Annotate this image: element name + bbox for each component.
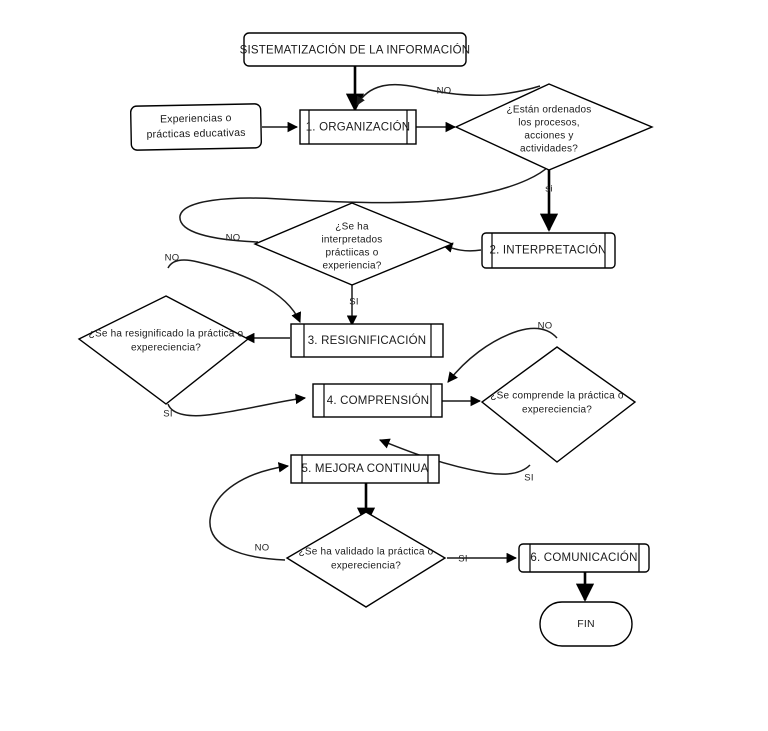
node-step6-label: 6. COMUNICACIÓN	[530, 551, 637, 564]
connector-decision3-no-to-step3	[167, 259, 302, 323]
node-experiencias: Experiencias o prácticas educativas	[130, 103, 262, 151]
node-decision1: ¿Están ordenados los procesos, acciones …	[454, 83, 654, 171]
node-decision4-line1: ¿Se comprende la práctica o	[490, 391, 623, 402]
node-step5: 5. MEJORA CONTINUA	[290, 454, 440, 484]
node-step4: 4. COMPRENSIÓN	[312, 383, 443, 418]
node-decision2-line1: ¿Se ha	[335, 222, 369, 233]
edge-label-decision3-si: SI	[163, 409, 173, 420]
node-decision2-line3: práctiicas o	[326, 248, 379, 259]
edge-label-decision5-no: NO	[255, 543, 270, 554]
node-decision2-line2: interpretados	[322, 235, 383, 246]
node-decision5-line1: ¿Se ha validado la práctica o	[299, 547, 434, 558]
connector-decision4-si-to-step5	[379, 438, 531, 475]
node-experiencias-line1: Experiencias o	[160, 112, 232, 125]
connector-decision1-no-to-step1	[356, 83, 541, 106]
node-decision3-line1: ¿Se ha resignificado la práctica o	[89, 329, 244, 340]
edge-label-decision5-si: SI	[458, 554, 468, 565]
edge-label-decision4-si: SI	[524, 473, 534, 484]
node-decision2-line4: experiencia?	[322, 261, 381, 272]
node-step3: 3. RESIGNIFICACIÓN	[290, 323, 444, 358]
node-decision5-line2: expereciencia?	[331, 561, 401, 572]
node-step3-label: 3. RESIGNIFICACIÓN	[308, 334, 427, 347]
node-fin-label: FIN	[577, 618, 595, 630]
node-step1: 1. ORGANIZACIÓN	[299, 109, 417, 145]
connector-decision4-no-to-step4	[447, 327, 558, 383]
edge-label-decision1-no: NO	[437, 86, 452, 97]
node-decision2: ¿Se ha interpretados práctiicas o experi…	[253, 202, 454, 286]
edge-label-decision1-si: si	[545, 184, 552, 195]
node-fin: FIN	[539, 601, 633, 647]
node-decision1-line4: actividades?	[520, 144, 578, 155]
edge-label-decision3-no: NO	[165, 253, 180, 264]
node-experiencias-line2: prácticas educativas	[146, 127, 245, 141]
node-decision1-line3: acciones y	[524, 131, 573, 142]
connector-decision2-no-loop	[179, 165, 550, 243]
node-decision4: ¿Se comprende la práctica o experecienci…	[480, 346, 637, 463]
node-decision1-line1: ¿Están ordenados	[507, 105, 592, 116]
node-decision5: ¿Se ha validado la práctica o experecien…	[285, 511, 447, 608]
node-step2-label: 2. INTERPRETACIÓN	[490, 244, 607, 257]
edge-label-decision2-no: NO	[226, 233, 241, 244]
connector-decision5-no-to-step5	[209, 462, 290, 561]
node-sistematizacion-label: SISTEMATIZACIÓN DE LA INFORMACIÓN	[240, 44, 471, 57]
node-step1-label: 1. ORGANIZACIÓN	[306, 121, 411, 134]
connector-decision3-si-to-step4	[167, 393, 307, 417]
node-decision3-line2: expereciencia?	[131, 343, 201, 354]
node-step2: 2. INTERPRETACIÓN	[481, 232, 616, 269]
edge-label-decision4-no: NO	[538, 321, 553, 332]
node-step4-label: 4. COMPRENSIÓN	[327, 394, 429, 407]
node-decision4-line2: expereciencia?	[522, 405, 592, 416]
edge-label-decision2-si: SI	[349, 297, 359, 308]
node-step5-label: 5. MEJORA CONTINUA	[302, 463, 429, 475]
node-sistematizacion: SISTEMATIZACIÓN DE LA INFORMACIÓN	[240, 32, 471, 67]
node-decision3: ¿Se ha resignificado la práctica o exper…	[77, 295, 250, 405]
node-decision1-line2: los procesos,	[518, 118, 580, 129]
node-step6: 6. COMUNICACIÓN	[518, 543, 650, 573]
